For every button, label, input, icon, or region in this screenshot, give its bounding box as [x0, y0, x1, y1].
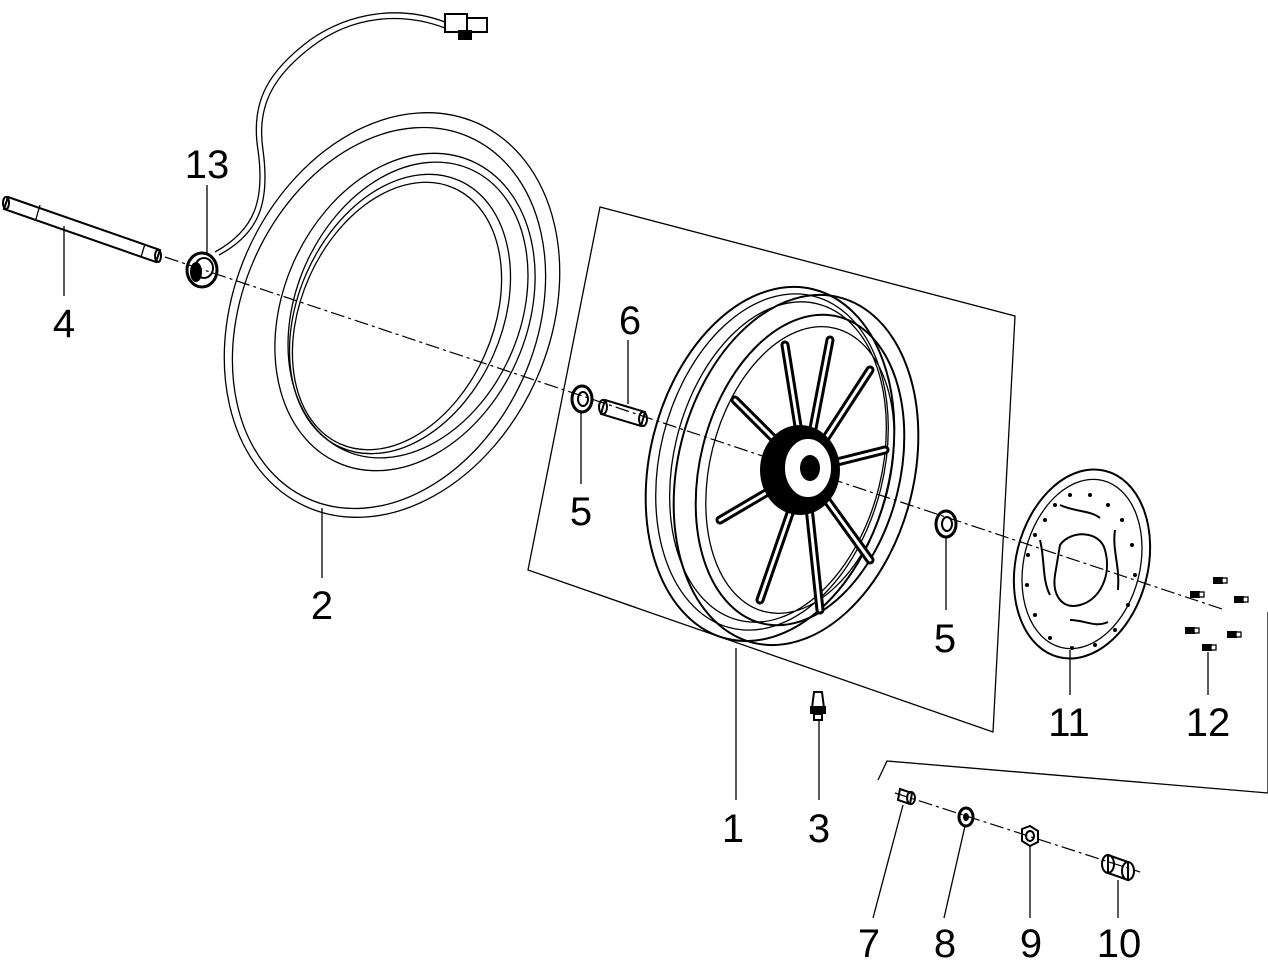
label-part-6: 6: [619, 299, 641, 343]
label-part-9: 9: [1020, 922, 1042, 961]
disc-bolts: [1185, 577, 1249, 651]
label-part-3: 3: [808, 807, 830, 851]
label-part-2: 2: [311, 584, 333, 628]
bearing-left: [570, 384, 594, 414]
label-part-4: 4: [53, 302, 75, 346]
label-part-7: 7: [858, 922, 880, 961]
hardware-group-frame: [877, 612, 1268, 794]
valve-stem: [810, 691, 826, 721]
bearing-right: [934, 509, 958, 539]
label-part-5-right: 5: [934, 617, 956, 661]
center-axis-line: [164, 256, 1226, 611]
leader-lines: [63, 185, 1209, 919]
wheel-group-frame: [527, 206, 1016, 733]
label-part-5-left: 5: [570, 490, 592, 534]
label-part-1: 1: [722, 807, 744, 851]
label-part-12: 12: [1186, 701, 1231, 745]
speed-sensor: [185, 12, 488, 289]
spacer: [598, 398, 648, 428]
axle: [2, 195, 162, 264]
hardware-axis-line: [894, 792, 1141, 873]
label-part-8: 8: [934, 922, 956, 961]
label-part-13: 13: [185, 143, 230, 187]
wheel-rim: [644, 285, 920, 647]
axle-nut: [1021, 824, 1039, 848]
collar: [896, 787, 916, 806]
label-part-11: 11: [1048, 701, 1090, 745]
washer: [957, 806, 975, 828]
label-part-10: 10: [1097, 922, 1142, 961]
brake-disc: [1012, 468, 1152, 660]
tire: [223, 112, 561, 518]
axle-cap: [1101, 853, 1135, 882]
